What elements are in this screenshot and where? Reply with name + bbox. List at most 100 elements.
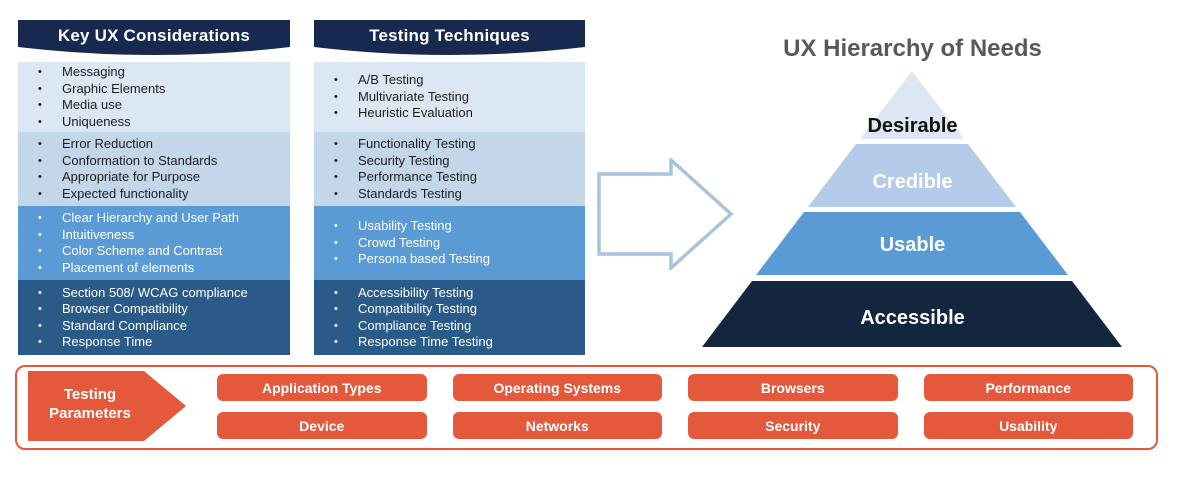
list-item: • Security Testing	[314, 153, 585, 170]
bullet-icon: •	[38, 261, 42, 274]
bullet-icon: •	[38, 245, 42, 257]
techniques-block-accessible: • Accessibility Testing • Compatibility Tes…	[314, 280, 585, 355]
bullet-icon: •	[38, 115, 42, 128]
list-item-label: Standard Compliance	[62, 317, 188, 333]
list-item-label: Conformation to Standards	[62, 152, 218, 168]
pyramid-title: UX Hierarchy of Needs	[783, 35, 1042, 62]
bullet-icon: •	[334, 253, 338, 266]
bullet-icon: •	[38, 319, 42, 332]
pyramid-shape	[702, 71, 1122, 347]
parameter-chip: Device	[217, 412, 427, 439]
list-item: •Browser Compatibility	[18, 301, 290, 318]
bullet-icon: •	[334, 138, 338, 150]
list-item: • Usability Testing	[314, 218, 585, 235]
parameter-chip-label: Application Types	[261, 379, 382, 396]
parameter-chip-label: Performance	[985, 379, 1072, 396]
testing-parameters-arrow: Testing Parameters	[28, 371, 188, 441]
bullet-icon: •	[334, 236, 338, 249]
list-item-label: Standards Testing	[358, 185, 462, 201]
bullet-icon: •	[334, 286, 338, 299]
bullet-icon: •	[38, 99, 42, 111]
list-item-label: Browser Compatibility	[62, 301, 188, 316]
list-item: •Crowd Testing	[314, 235, 585, 252]
bullet-icon: •	[334, 154, 338, 167]
parameter-chip-label: Device	[299, 417, 345, 434]
list-item-label: Appropriate for Purpose	[62, 169, 201, 184]
list-item-label: Usability Testing	[358, 218, 452, 234]
parameters-row-1: Application Types Operating Systems Browse…	[217, 374, 1133, 401]
list-item-label: Accessibility Testing	[358, 284, 474, 300]
list-item-label: Functionality Testing	[358, 136, 476, 151]
parameter-chip: Networks	[452, 412, 662, 439]
list-item-label: Clear Hierarchy and User Path	[62, 210, 240, 225]
pyramid-level-accessible	[702, 281, 1122, 347]
bullet-icon: •	[38, 66, 42, 78]
bullet-icon: •	[38, 187, 42, 200]
bullet-icon: •	[334, 171, 338, 183]
testing-parameters-panel: Testing Parameters Application Types Oper…	[15, 365, 1158, 450]
list-item: • Functionality Testing	[314, 136, 585, 153]
pyramid-label-usable: Usable	[879, 234, 946, 256]
list-item-label: Media use	[62, 97, 122, 112]
list-item-label: Uniqueness	[62, 113, 131, 129]
list-item: •Heuristic Evaluation	[314, 105, 585, 122]
list-item: • Media use	[18, 97, 290, 114]
pyramid-label-desirable: Desirable	[867, 115, 958, 137]
bullet-icon: •	[334, 90, 338, 103]
parameter-chip-label: Security	[765, 417, 821, 434]
list-item: • Performance Testing	[314, 169, 585, 186]
considerations-block-desirable: • Messaging • Graphic Elements • Media use • Un…	[18, 62, 290, 132]
bullet-icon: •	[38, 228, 42, 241]
list-item-label: Performance Testing	[358, 169, 477, 184]
list-item: •Persona based Testing	[314, 251, 585, 268]
parameter-chip-label: Usability	[999, 417, 1058, 434]
list-item: •Compliance Testing	[314, 318, 585, 335]
pyramid-label-credible: Credible	[872, 171, 953, 193]
bullet-icon: •	[334, 319, 338, 332]
bullet-icon: •	[334, 303, 338, 315]
list-item: •Expected functionality	[18, 186, 290, 203]
key-ux-considerations-column: Key UX Considerations • Messaging • Graphic…	[18, 20, 290, 355]
parameter-chip: Usability	[923, 412, 1133, 439]
bullet-icon: •	[38, 82, 42, 95]
list-item-label: Security Testing	[358, 152, 450, 168]
list-item: • Compatibility Testing	[314, 301, 585, 318]
pyramid-level-desirable	[860, 71, 964, 139]
list-item: •Appropriate for Purpose	[18, 169, 290, 186]
list-item: •Response Time Testing	[314, 334, 585, 351]
bullet-icon: •	[38, 212, 42, 224]
list-item-label: Messaging	[62, 64, 125, 79]
column-header-label: Testing Techniques	[369, 26, 530, 45]
parameter-chip: Performance	[923, 374, 1133, 401]
list-item: •Conformation to Standards	[18, 153, 290, 170]
bullet-icon: •	[334, 74, 338, 87]
column-header-label: Key UX Considerations	[57, 26, 251, 45]
list-item: •Multivariate Testing	[314, 89, 585, 106]
list-item: •Standards Testing	[314, 186, 585, 203]
list-item-label: Error Reduction	[62, 136, 154, 151]
list-item: • Error Reduction	[18, 136, 290, 153]
testing-techniques-header: Testing Techniques	[314, 20, 585, 60]
pyramid-level-usable	[756, 212, 1068, 275]
bullet-icon: •	[38, 138, 42, 150]
parameter-chip-label: Browsers	[760, 379, 825, 396]
techniques-block-credible: •Functionality Testing•Security Testing•…	[314, 132, 585, 206]
ribbon-banner-shape	[18, 20, 290, 55]
list-item: •Intuitiveness	[18, 227, 290, 244]
ux-hierarchy-pyramid: UX Hierarchy of Needs Desirable Credible…	[695, 34, 1130, 354]
parameter-chip: Security	[688, 412, 898, 439]
list-item: • Uniqueness	[18, 114, 290, 131]
considerations-block-credible: •Error Reduction•Conformation to Standar…	[18, 132, 290, 206]
list-item-label: Response Time Testing	[358, 334, 493, 349]
list-item: •Placement of elements	[18, 260, 290, 277]
bullet-icon: •	[334, 220, 338, 233]
list-item: •Response Time	[18, 334, 290, 351]
arrow-chevron-shape	[28, 371, 186, 441]
techniques-block-usable: • Usability Testing•Crowd Testing•Persona…	[314, 206, 585, 280]
list-item: •Section 508/ WCAG compliance	[18, 285, 290, 302]
list-item: • Clear Hierarchy and User Path	[18, 210, 290, 227]
list-item-label: Graphic Elements	[62, 80, 166, 96]
list-item-label: Compatibility Testing	[358, 301, 477, 316]
parameter-chip-label: Operating Systems	[493, 379, 622, 396]
